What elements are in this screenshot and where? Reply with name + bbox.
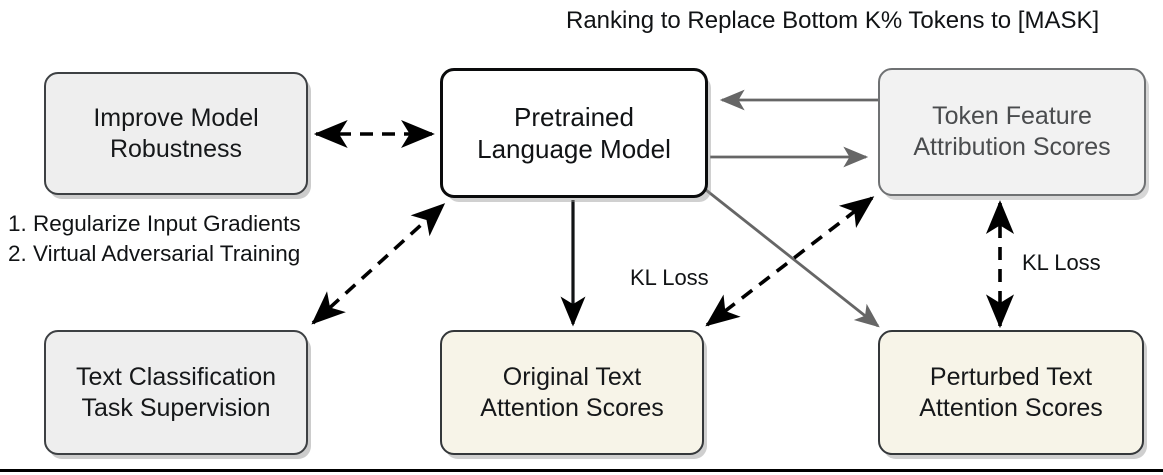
node-original-text-attention-scores[interactable]: Original Text Attention Scores — [440, 330, 704, 455]
node-pretrained-language-model[interactable]: Pretrained Language Model — [440, 68, 708, 198]
node-text-classification-task-supervision[interactable]: Text Classification Task Supervision — [44, 330, 308, 455]
methods-list-note: 1. Regularize Input Gradients 2. Virtual… — [8, 211, 301, 266]
bottom-divider — [0, 469, 1163, 472]
node-perturbed-text-attention-scores[interactable]: Perturbed Text Attention Scores — [878, 330, 1144, 455]
node-improve-model-robustness[interactable]: Improve Model Robustness — [44, 72, 308, 195]
edge-label-kl-loss-center: KL Loss — [630, 265, 709, 290]
edge-label-kl-loss-right: KL Loss — [1022, 250, 1101, 275]
diagram-caption: Ranking to Replace Bottom K% Tokens to [… — [566, 7, 1100, 34]
edge-plm-to-perturbed-attention — [705, 188, 880, 328]
edge-task-supervision-plm — [311, 203, 446, 325]
edge-original-attention-attribution-kl — [705, 196, 875, 327]
node-token-feature-attribution-scores[interactable]: Token Feature Attribution Scores — [878, 68, 1146, 196]
